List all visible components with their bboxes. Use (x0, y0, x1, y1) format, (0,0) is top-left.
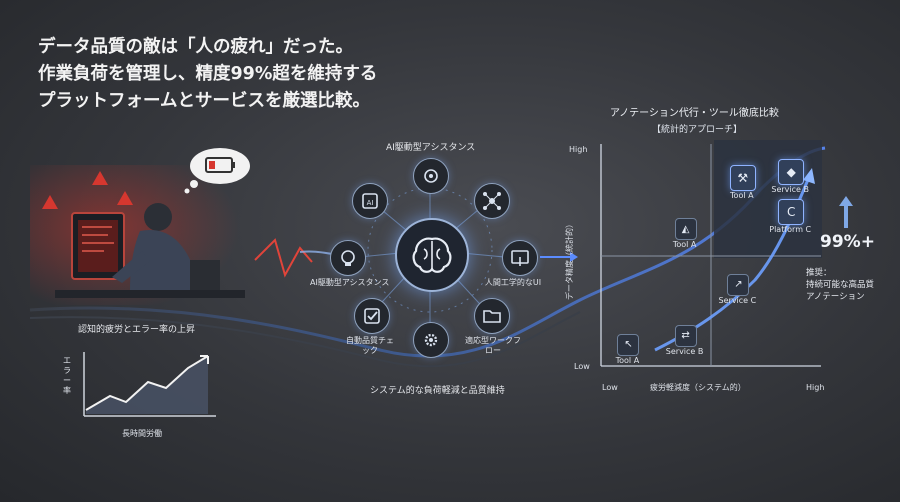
node-label-auto-check: 自動品質チェック (346, 336, 394, 355)
recommend-line-3: アノテーション (806, 292, 865, 302)
middle-top-label: AI駆動型アシスタンス (386, 143, 476, 153)
node-label-ai: AI駆動型アシスタンス (310, 278, 390, 287)
middle-caption: システム的な負荷軽減と品質維持 (370, 386, 505, 396)
arrow-up-icon (839, 196, 853, 228)
y-tick-low: Low (574, 362, 590, 371)
arrows-icon: ⇄ (674, 324, 697, 347)
head-ai-icon (330, 240, 366, 276)
network-icon (474, 183, 510, 219)
point-label: Service B (665, 346, 704, 356)
arrows-icon-glyph: ⇄ (681, 330, 690, 342)
low-battery-thought-bubble (182, 144, 252, 194)
cursor-icon: ↖ (617, 333, 640, 356)
mini-chart-ylabel: エラー率 (63, 356, 71, 395)
logo-icon-glyph: ◆ (786, 164, 796, 179)
arrow-right-icon (540, 252, 578, 262)
point-label: Service B (771, 184, 809, 194)
headline: データ品質の敵は「人の疲れ」だった。 作業負荷を管理し、精度99%超を維持する … (38, 34, 377, 115)
image-icon: ◭ (674, 218, 697, 241)
wrench-icon-glyph: ⚒ (737, 171, 749, 186)
folder-gear-icon (474, 298, 510, 334)
x-tick-high: High (806, 383, 825, 392)
recommend-line-1: 推奨： (806, 268, 832, 278)
point-label: Tool A (615, 355, 640, 365)
cursor-icon-glyph: ↖ (624, 339, 633, 351)
checkbox-icon (354, 298, 390, 334)
headline-line-3: プラットフォームとサービスを厳選比較。 (38, 91, 370, 111)
chart-title: アノテーション代行・ツール徹底比較 (610, 108, 779, 119)
svg-text:AI: AI (367, 199, 374, 207)
error-rate-mini-chart: エラー率 (63, 348, 220, 428)
pin-icon-glyph: ↗ (734, 279, 743, 291)
point-label: Service C (718, 295, 757, 305)
left-caption: 認知的疲労とエラー率の上昇 (78, 325, 196, 335)
x-tick-low: Low (602, 383, 618, 392)
y-tick-high: High (569, 145, 588, 154)
wrench-icon: ⚒ (729, 165, 756, 192)
recommend-line-2: 持続可能な高品質 (806, 280, 875, 290)
headline-line-2: 作業負荷を管理し、精度99%超を維持する (38, 64, 378, 84)
highlight-quadrant (714, 140, 822, 258)
gear-icon (413, 322, 449, 358)
logo-icon: ◆ (778, 158, 805, 185)
touch-screen-icon (502, 240, 538, 276)
c-icon: C (778, 198, 805, 225)
head-gear-icon (413, 158, 449, 194)
tired-worker-illustration (30, 165, 250, 305)
node-label-workflow: 適応型ワークフロー (465, 336, 521, 355)
x-axis-label: 疲労軽減度（システム的） (650, 383, 746, 392)
big-stat: 99%+ (820, 232, 875, 252)
mini-chart-xlabel: 長時間労働 (122, 429, 162, 438)
chart-subtitle: 【統計的アプローチ】 (652, 125, 743, 135)
point-label: Tool A (730, 191, 754, 201)
image-icon-glyph: ◭ (681, 223, 690, 235)
point-label: Platform C (769, 224, 812, 234)
headline-line-1: データ品質の敵は「人の疲れ」だった。 (38, 37, 353, 57)
c-icon-glyph: C (786, 204, 796, 219)
ai-chip-icon: AI (352, 183, 388, 219)
brain-icon (395, 218, 469, 292)
point-label: Tool A (672, 240, 697, 250)
pin-icon: ↗ (727, 273, 750, 296)
node-label-ergonomic: 人間工学的なUI (484, 278, 542, 287)
recommendation: 推奨： 持続可能な高品質 アノテーション (806, 267, 874, 303)
